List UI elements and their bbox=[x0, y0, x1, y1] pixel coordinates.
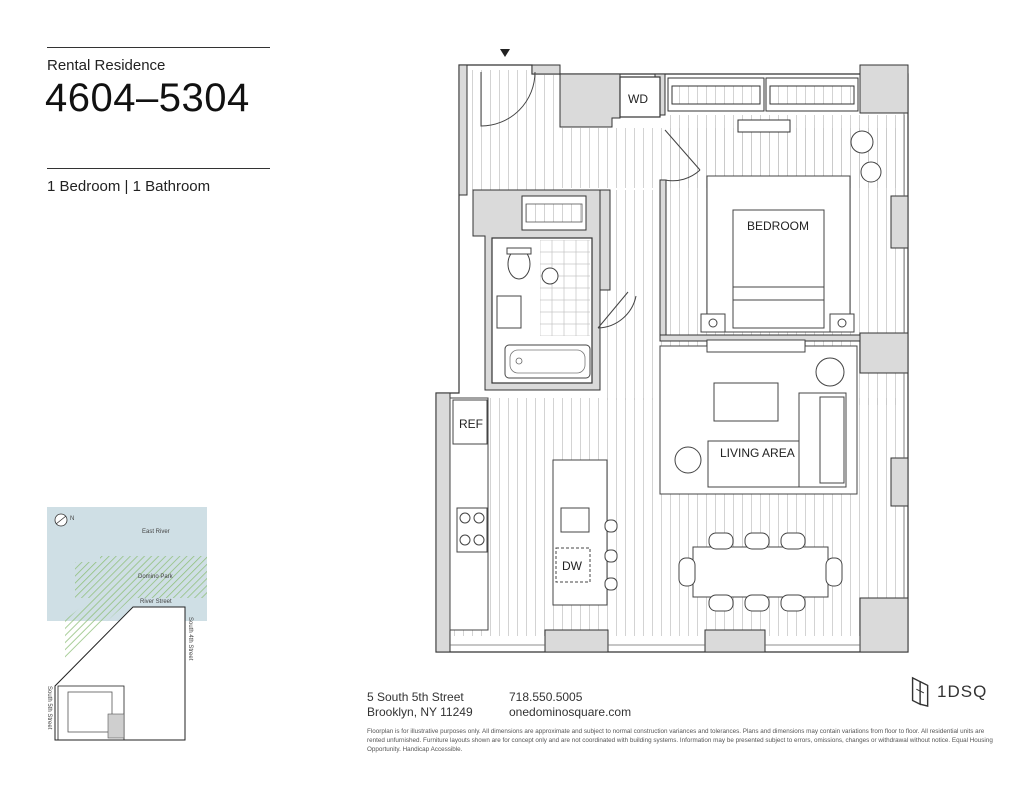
island-sink-icon bbox=[560, 507, 590, 533]
phone-number: 718.550.5005 bbox=[509, 690, 583, 704]
unit-location-highlight bbox=[107, 713, 125, 739]
unit-type: 1 Bedroom | 1 Bathroom bbox=[47, 178, 211, 195]
brand-logo-text: 1DSQ bbox=[937, 682, 988, 701]
room-label-wd: WD bbox=[628, 92, 648, 106]
vanity-sink-icon bbox=[496, 295, 522, 329]
listing-subtitle: Rental Residence bbox=[47, 57, 166, 74]
map-label-south4: South 4th Street bbox=[187, 617, 193, 661]
washer-dryer: WD bbox=[619, 76, 661, 118]
domino-park-area bbox=[65, 556, 207, 660]
kitchen: REF DW bbox=[449, 397, 618, 631]
living-area-furniture: LIVING AREA bbox=[659, 339, 858, 495]
window-lines bbox=[450, 113, 905, 646]
map-label-north: N bbox=[70, 516, 74, 522]
header-rule-bottom bbox=[47, 168, 270, 169]
room-label-living: LIVING AREA bbox=[720, 446, 795, 460]
bedroom-closets bbox=[667, 77, 859, 133]
website-link[interactable]: onedominosquare.com bbox=[509, 705, 632, 719]
dishwasher bbox=[555, 547, 591, 583]
map-label-river-street: River Street bbox=[140, 599, 172, 605]
key-map: East River Domino Park N River Street So… bbox=[46, 507, 207, 741]
room-label-dw: DW bbox=[562, 559, 583, 573]
address: 5 South 5th Street Brooklyn, NY 11249 bbox=[367, 690, 473, 720]
bedroom-chair bbox=[850, 130, 882, 183]
contact: 718.550.5005 onedominosquare.com bbox=[509, 690, 631, 720]
header-rule-top bbox=[47, 47, 270, 48]
address-line-1: 5 South 5th Street bbox=[367, 690, 464, 704]
room-label-bedroom: BEDROOM bbox=[747, 219, 809, 233]
bed: BEDROOM bbox=[700, 175, 855, 333]
disclaimer-text: Floorplan is for illustrative purposes o… bbox=[367, 728, 993, 753]
doors bbox=[480, 71, 701, 329]
map-label-river: East River bbox=[142, 529, 170, 535]
brand-logo-icon bbox=[911, 676, 929, 708]
dining-table bbox=[678, 532, 843, 612]
bathroom bbox=[491, 237, 593, 384]
map-label-south5: South 5th Street bbox=[46, 686, 52, 730]
address-line-2: Brooklyn, NY 11249 bbox=[367, 705, 473, 719]
room-label-ref: REF bbox=[459, 417, 483, 431]
hall-closet bbox=[521, 195, 587, 231]
map-label-park: Domino Park bbox=[138, 574, 174, 580]
entry-arrow-icon bbox=[500, 49, 510, 57]
floor-drain-icon bbox=[541, 267, 559, 285]
unit-number: 4604–5304 bbox=[45, 76, 250, 120]
